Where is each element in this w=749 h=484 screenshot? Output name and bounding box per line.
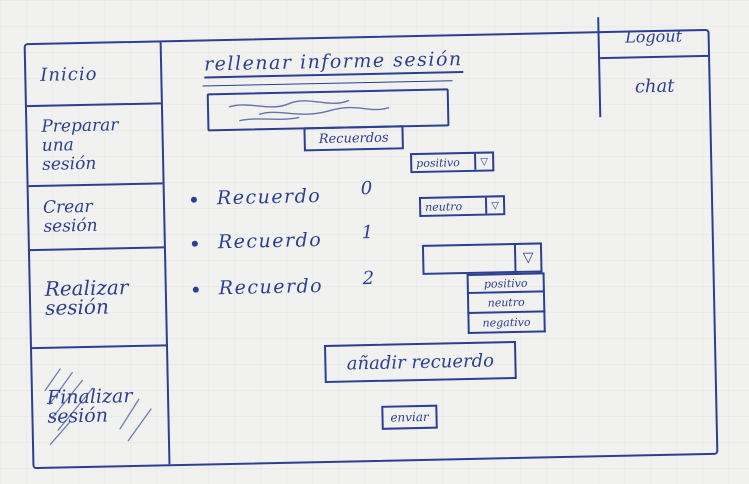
sidebar-item-label: Crear sesión bbox=[42, 196, 98, 237]
memory-row: Recuerdo 2 bbox=[192, 268, 376, 300]
sentiment-select-open[interactable]: ▽ bbox=[421, 242, 543, 275]
send-button[interactable]: enviar bbox=[381, 404, 438, 430]
select-value: positivo bbox=[416, 155, 460, 170]
sidebar-item-realizar-sesion[interactable]: Realizar sesión bbox=[29, 248, 166, 350]
chevron-down-icon[interactable]: ▽ bbox=[484, 197, 504, 214]
title-underline bbox=[202, 80, 453, 87]
sidebar-item-preparar-sesion[interactable]: Preparar una sesión bbox=[26, 104, 163, 188]
add-memory-button[interactable]: añadir recuerdo bbox=[324, 340, 517, 383]
memory-label: Recuerdo bbox=[218, 275, 324, 300]
chat-label: chat bbox=[634, 75, 675, 97]
select-value: neutro bbox=[424, 199, 463, 214]
chevron-down-icon[interactable]: ▽ bbox=[513, 244, 541, 271]
app-window: Inicio Preparar una sesión Crear sesión … bbox=[23, 14, 719, 470]
chat-button[interactable]: chat bbox=[600, 57, 709, 115]
scribble-text-icon bbox=[228, 99, 390, 122]
sidebar: Inicio Preparar una sesión Crear sesión … bbox=[25, 42, 171, 468]
sidebar-item-label: Preparar una sesión bbox=[41, 114, 119, 175]
add-memory-label: añadir recuerdo bbox=[346, 349, 495, 375]
sidebar-item-crear-sesion[interactable]: Crear sesión bbox=[28, 184, 164, 252]
send-label: enviar bbox=[390, 409, 429, 425]
chevron-down-icon[interactable]: ▽ bbox=[474, 153, 493, 170]
memory-row: Recuerdo 1 bbox=[191, 222, 375, 254]
page-title: rellenar informe sesión bbox=[203, 48, 463, 79]
recuerdos-button[interactable]: Recuerdos bbox=[303, 125, 404, 152]
sentiment-dropdown-menu: positivo neutro negativo bbox=[466, 272, 546, 334]
sentiment-select[interactable]: positivo ▽ bbox=[410, 151, 495, 174]
dropdown-option-positivo[interactable]: positivo bbox=[466, 272, 545, 295]
sentiment-select[interactable]: neutro ▽ bbox=[418, 195, 506, 217]
bullet-icon bbox=[191, 240, 198, 247]
memory-number: 2 bbox=[362, 267, 376, 290]
memory-row: Recuerdo 0 bbox=[190, 178, 374, 210]
sidebar-item-label: Finalizar sesión bbox=[46, 385, 133, 428]
sidebar-item-finalizar-sesion[interactable]: Finalizar sesión bbox=[32, 346, 168, 467]
memory-label: Recuerdo bbox=[216, 185, 322, 210]
dropdown-option-neutro[interactable]: neutro bbox=[466, 292, 546, 314]
recuerdos-label: Recuerdos bbox=[318, 130, 389, 147]
sidebar-item-label: Realizar sesión bbox=[44, 275, 129, 320]
dropdown-option-negativo[interactable]: negativo bbox=[467, 312, 546, 334]
memory-number: 1 bbox=[361, 221, 375, 244]
memory-label: Recuerdo bbox=[217, 229, 323, 254]
bullet-icon bbox=[192, 286, 199, 293]
sidebar-item-inicio[interactable]: Inicio bbox=[25, 42, 161, 108]
top-right-panel: Logout chat bbox=[597, 14, 710, 118]
logout-label: Logout bbox=[624, 25, 683, 47]
memory-number: 0 bbox=[360, 177, 374, 200]
sidebar-item-label: Inicio bbox=[40, 63, 98, 86]
logout-button[interactable]: Logout bbox=[599, 14, 709, 60]
memory-text-input[interactable] bbox=[206, 88, 450, 132]
bullet-icon bbox=[190, 196, 197, 203]
